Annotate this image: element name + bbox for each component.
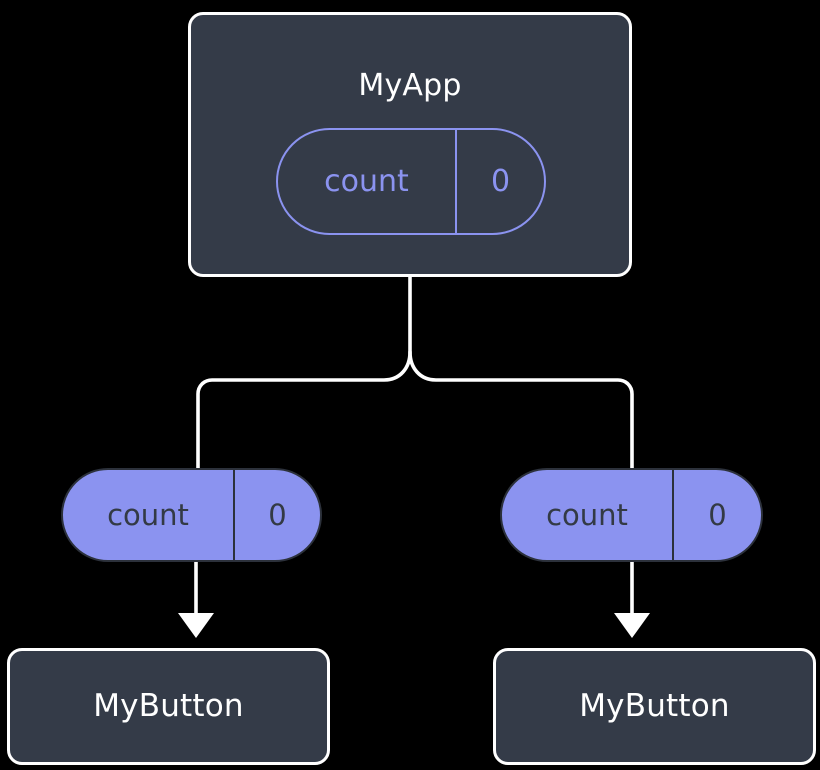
state-pill-left[interactable]: count 0 (61, 468, 322, 562)
state-pill-root-key: count (278, 130, 457, 233)
state-pill-root[interactable]: count 0 (276, 128, 546, 235)
arrow-right-head (614, 613, 650, 638)
component-title-myapp: MyApp (358, 68, 462, 103)
state-pill-root-value: 0 (490, 163, 511, 199)
component-card-mybutton-right[interactable]: MyButton (493, 648, 816, 765)
state-pill-right-key: count (502, 470, 674, 560)
state-pill-right-value: 0 (708, 497, 727, 532)
component-title-mybutton-right: MyButton (579, 688, 730, 724)
state-pill-right[interactable]: count 0 (500, 468, 763, 562)
component-card-mybutton-left[interactable]: MyButton (7, 648, 330, 765)
component-title-mybutton-left: MyButton (93, 688, 244, 724)
fanout-connector (196, 275, 412, 470)
arrow-left-head (178, 613, 214, 638)
state-pill-left-key: count (63, 470, 235, 560)
fanout-connector-right (408, 350, 634, 470)
state-pill-left-value: 0 (268, 497, 287, 532)
